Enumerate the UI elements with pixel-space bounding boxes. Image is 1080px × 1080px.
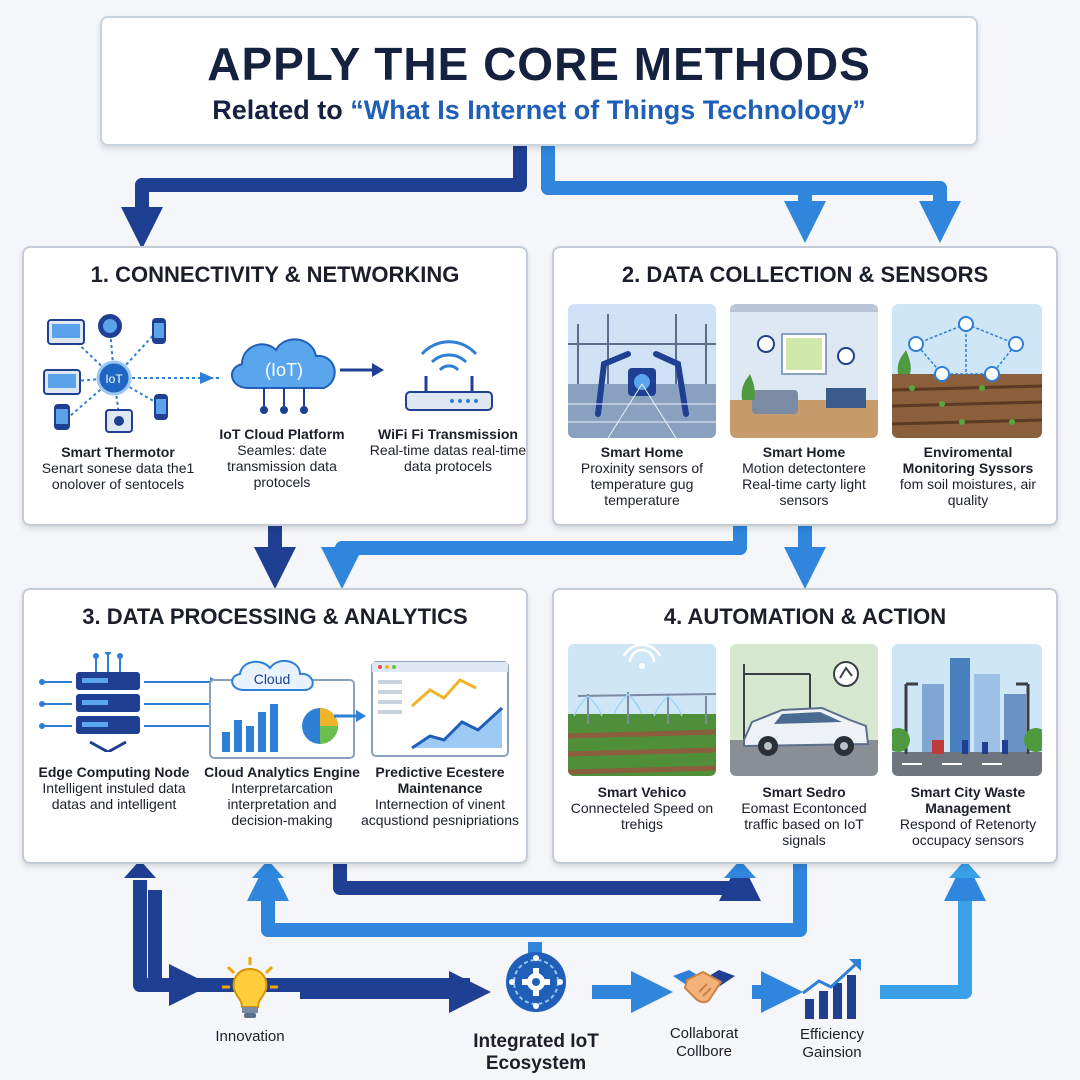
panel-data-processing: 3. DATA PROCESSING & ANALYTICS Edge Comp…: [22, 588, 528, 864]
panel-title: 4. AUTOMATION & ACTION: [663, 604, 947, 629]
subtitle-prefix: Related to: [212, 95, 351, 125]
footer-integrated-ecosystem: Integrated IoT Ecosystem: [452, 942, 620, 1075]
item-label: Enviromental Monitoring Syssors: [902, 444, 1034, 476]
footer-collaboration: Collaborat Collbore: [654, 958, 754, 1061]
item-desc: Motion detectontere Real-time carty ligh…: [742, 460, 866, 508]
item-label: Smart Vehico: [597, 784, 687, 800]
item-label: Predictive Ecestere Maintenance: [375, 764, 505, 796]
panel-automation: 4. AUTOMATION & ACTION Smart Vehico Conn…: [552, 588, 1058, 864]
living-room-image: [730, 304, 878, 438]
server-rack-icon: [38, 652, 224, 752]
item-desc: Intelligent instuled data datas and inte…: [42, 780, 186, 812]
wifi-router-icon: [392, 336, 506, 420]
item-label: Edge Computing Node: [38, 764, 190, 780]
subtitle-highlight: “What Is Internet of Things Technology”: [350, 95, 866, 125]
panel-data-collection: 2. DATA COLLECTION & SENSORS Smart Home …: [552, 246, 1058, 526]
city-image: [892, 644, 1042, 776]
item-label: Smart Home: [762, 444, 846, 460]
item-desc: Real-time datas real-time data protocels: [369, 442, 527, 474]
footer-label: Collaborat Collbore: [669, 1025, 739, 1060]
item-desc: Connecteled Speed on trehigs: [570, 800, 714, 832]
footer-label: Innovation: [215, 1028, 285, 1045]
footer-innovation: Innovation: [190, 955, 310, 1046]
arrow-right-icon: [340, 363, 384, 377]
item-label: Smart City Waste Management: [910, 784, 1026, 816]
title-card: APPLY THE CORE METHODS Related to “What …: [100, 16, 978, 146]
page-title: APPLY THE CORE METHODS: [207, 38, 871, 90]
item-desc: Eomast Econtonced traffic based on IoT s…: [741, 800, 867, 848]
line-chart-monitor-icon: [370, 660, 510, 758]
item-desc: Proxinity sensors of temperature gug tem…: [580, 460, 704, 508]
gear-network-icon: [506, 952, 566, 1012]
item-label: Smart Sedro: [762, 784, 846, 800]
cloud-icon: (IoT): [220, 326, 350, 426]
cloud-label: (IoT): [265, 360, 303, 380]
item-label: Cloud Analytics Engine: [204, 764, 360, 780]
item-desc: Internection of vinent acqustiond pesnip…: [361, 796, 519, 828]
footer-label: Efficiency Gainsion: [800, 1026, 864, 1061]
car-image: [730, 644, 878, 776]
growth-chart-icon: [802, 959, 861, 1019]
panel-connectivity: 1. CONNECTIVITY & NETWORKING IoT Smart T…: [22, 246, 528, 526]
footer-label: Integrated IoT Ecosystem: [473, 1031, 599, 1074]
cloud-label: Cloud: [254, 671, 291, 687]
cloud-dashboard-icon: Cloud: [208, 652, 358, 762]
panel-title: 3. DATA PROCESSING & ANALYTICS: [82, 604, 468, 629]
panel-title: 2. DATA COLLECTION & SENSORS: [621, 262, 989, 287]
hub-label: IoT: [105, 372, 123, 386]
item-label: WiFi Fi Transmission: [378, 426, 518, 442]
panel-title: 1. CONNECTIVITY & NETWORKING: [90, 262, 460, 287]
item-label: IoT Cloud Platform: [219, 426, 345, 442]
item-desc: Senart sonese data the1 onolover of sent…: [41, 460, 195, 492]
iot-hub-icon: IoT: [40, 306, 220, 434]
farm-sensors-image: [892, 304, 1042, 438]
item-desc: Respond of Retenorty occupacy sensors: [899, 816, 1037, 848]
item-desc: Seamles: date transmission data protocel…: [227, 442, 337, 490]
handshake-icon: [673, 970, 735, 1004]
item-desc: Interpretarcation interpretation and dec…: [227, 780, 337, 828]
factory-robot-image: [568, 304, 716, 438]
page-subtitle: Related to “What Is Internet of Things T…: [102, 94, 976, 126]
lightbulb-icon: [222, 957, 278, 1018]
footer-efficiency: Efficiency Gainsion: [780, 955, 884, 1062]
item-label: Smart Home: [600, 444, 684, 460]
item-desc: fom soil moistures, air quality: [899, 476, 1037, 508]
arrow-right-icon: [334, 710, 366, 722]
item-label: Smart Thermotor: [61, 444, 175, 460]
irrigation-image: [568, 644, 716, 776]
